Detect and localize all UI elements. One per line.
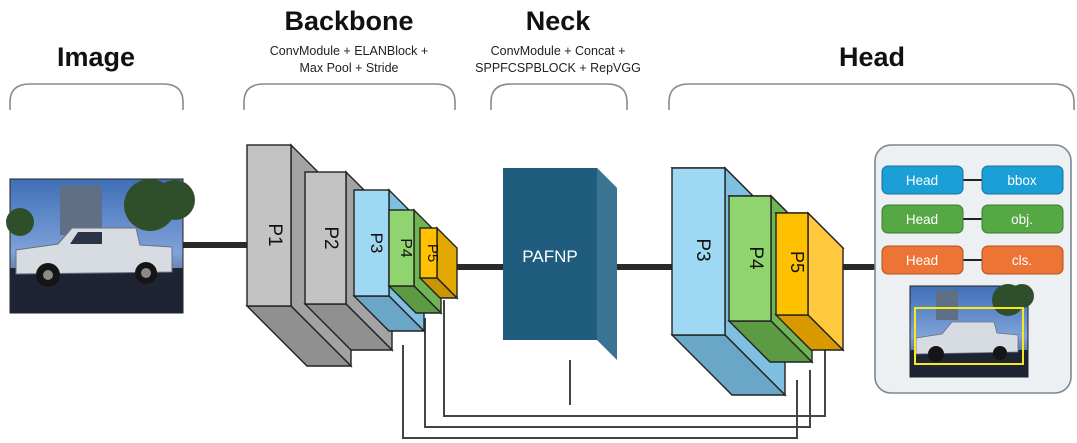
head-output-panel: Head bbox Head obj. Head cls. bbox=[874, 144, 1072, 394]
backbone-subtitle-line-2: Max Pool + Stride bbox=[299, 61, 398, 75]
backbone-subtitle-line-1: ConvModule + ELANBlock + bbox=[270, 44, 428, 58]
head-block-p5-label: P5 bbox=[787, 251, 807, 273]
output-pill-obj bbox=[981, 204, 1064, 234]
neck-block-face bbox=[503, 168, 597, 340]
skip-connection-a bbox=[402, 345, 798, 439]
neck-bracket bbox=[490, 83, 628, 110]
neck-subtitle-line-1: ConvModule + Concat + bbox=[491, 44, 626, 58]
backbone-block-p3-face bbox=[353, 189, 390, 297]
head-block-p3-face bbox=[671, 167, 726, 336]
output-pill-bbox bbox=[981, 165, 1064, 195]
head-pill-bbox-label: Head bbox=[906, 173, 938, 188]
backbone-block-p4-face bbox=[388, 209, 415, 287]
head-block-p4-face bbox=[728, 195, 772, 322]
backbone-block-p1-label: P1 bbox=[264, 223, 285, 246]
head-pill-obj bbox=[881, 204, 964, 234]
neck-title: Neck bbox=[526, 6, 592, 36]
head-pill-bbox bbox=[881, 165, 964, 195]
head-block-p3-label: P3 bbox=[692, 238, 713, 261]
head-pill-cls-label: Head bbox=[906, 253, 938, 268]
output-pill-cls bbox=[981, 245, 1064, 275]
detection-bounding-box bbox=[914, 307, 1024, 365]
head-pill-obj-label: Head bbox=[906, 212, 938, 227]
skip-connection-c bbox=[443, 300, 826, 417]
backbone-block-p2-face bbox=[304, 171, 347, 305]
head-block-p5: P5 bbox=[774, 211, 845, 352]
backbone-title: Backbone bbox=[284, 6, 413, 36]
image-bracket bbox=[9, 83, 184, 110]
backbone-block-p3-label: P3 bbox=[367, 233, 386, 254]
backbone-block-p1-face bbox=[246, 144, 292, 307]
neck-block-label: PAFNP bbox=[522, 247, 577, 266]
backbone-blocks: P1 P2 P3 P4 P5 bbox=[245, 143, 459, 368]
head-block-p5-face bbox=[775, 212, 809, 316]
output-pill-obj-label: obj. bbox=[1011, 212, 1033, 227]
output-row-bbox: Head bbox bbox=[881, 165, 1064, 195]
head-block-p4-label: P4 bbox=[745, 246, 766, 270]
section-brackets bbox=[9, 83, 1075, 110]
head-title: Head bbox=[839, 42, 905, 72]
output-row-obj: Head obj. bbox=[881, 204, 1064, 234]
backbone-block-p5-face bbox=[419, 227, 438, 279]
neck-subtitle-line-2: SPPFCSPBLOCK + RepVGG bbox=[475, 61, 641, 75]
neck-block: PAFNP bbox=[503, 168, 617, 360]
backbone-block-p5: P5 bbox=[418, 226, 459, 300]
detection-result-image bbox=[909, 284, 1034, 378]
skip-connections bbox=[402, 300, 826, 439]
output-pill-cls-label: cls. bbox=[1012, 253, 1032, 268]
head-blocks: P3 P4 P5 bbox=[670, 166, 845, 397]
skip-connection-b bbox=[424, 318, 811, 428]
image-title: Image bbox=[57, 42, 135, 72]
output-row-cls: Head cls. bbox=[881, 245, 1064, 275]
backbone-block-p2-label: P2 bbox=[320, 226, 341, 249]
backbone-block-p5-label: P5 bbox=[424, 244, 441, 262]
output-pill-bbox-label: bbox bbox=[1007, 173, 1037, 188]
backbone-bracket bbox=[243, 83, 456, 110]
input-image bbox=[6, 178, 195, 314]
head-bracket bbox=[668, 83, 1075, 110]
head-pill-cls bbox=[881, 245, 964, 275]
backbone-block-p4-label: P4 bbox=[397, 238, 414, 258]
